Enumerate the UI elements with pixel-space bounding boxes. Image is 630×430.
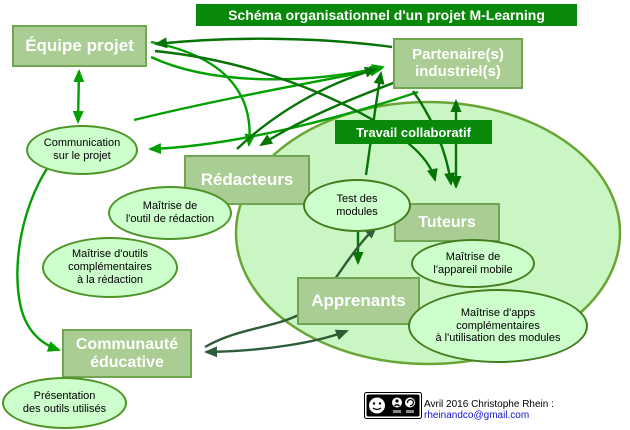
node-partenaire-industriel: Partenaire(s) industriel(s) [393,38,523,89]
node-equipe-projet: Équipe projet [12,25,147,67]
arrow-partenaire-to-equipe [154,37,393,49]
creative-commons-badge [364,392,422,419]
arrow-equipe-communication [72,69,85,124]
ellipse-maitrise-appareil-mobile: Maîtrise de l'appareil mobile [411,239,535,288]
diagram-title: Schéma organisationnel d'un projet M-Lea… [196,4,577,26]
arrow-redacteurs-to-partenaire [236,66,378,150]
arrow-communication-communaute [16,145,66,352]
ellipse-communication: Communication sur le projet [26,125,138,175]
arrow-equipe-to-partenaire [150,55,385,81]
ellipse-test-des-modules: Test des modules [303,179,411,232]
ellipse-maitrise-outil-redaction: Maîtrise de l'outil de rédaction [108,186,232,240]
arrow-communication-to-partenaire [133,65,383,122]
credit-text: Avril 2016 Christophe Rhein : [424,399,554,410]
node-apprenants: Apprenants [297,277,420,325]
node-communaute-educative: Communauté éducative [62,329,192,378]
node-redacteurs: Rédacteurs [184,155,310,205]
ellipse-presentation-outils: Présentation des outils utilisés [2,377,127,429]
email-link[interactable]: rheinandco@gmail.com [424,410,530,421]
arrow-equipe-to-tuteurs [154,49,438,182]
arrow-communaute-apprenants [204,329,349,358]
collaboration-zone-label: Travail collaboratif [335,120,492,144]
credit-caption: Avril 2016 Christophe Rhein : rheinandco… [424,399,630,421]
ellipse-maitrise-apps: Maîtrise d'apps complémentaires à l'util… [408,289,588,363]
ellipse-maitrise-outils-complementaires: Maîtrise d'outils complémentaires à la r… [42,237,178,298]
arrow-equipe-to-redacteurs [150,40,256,147]
cc-face-icon [369,397,385,414]
